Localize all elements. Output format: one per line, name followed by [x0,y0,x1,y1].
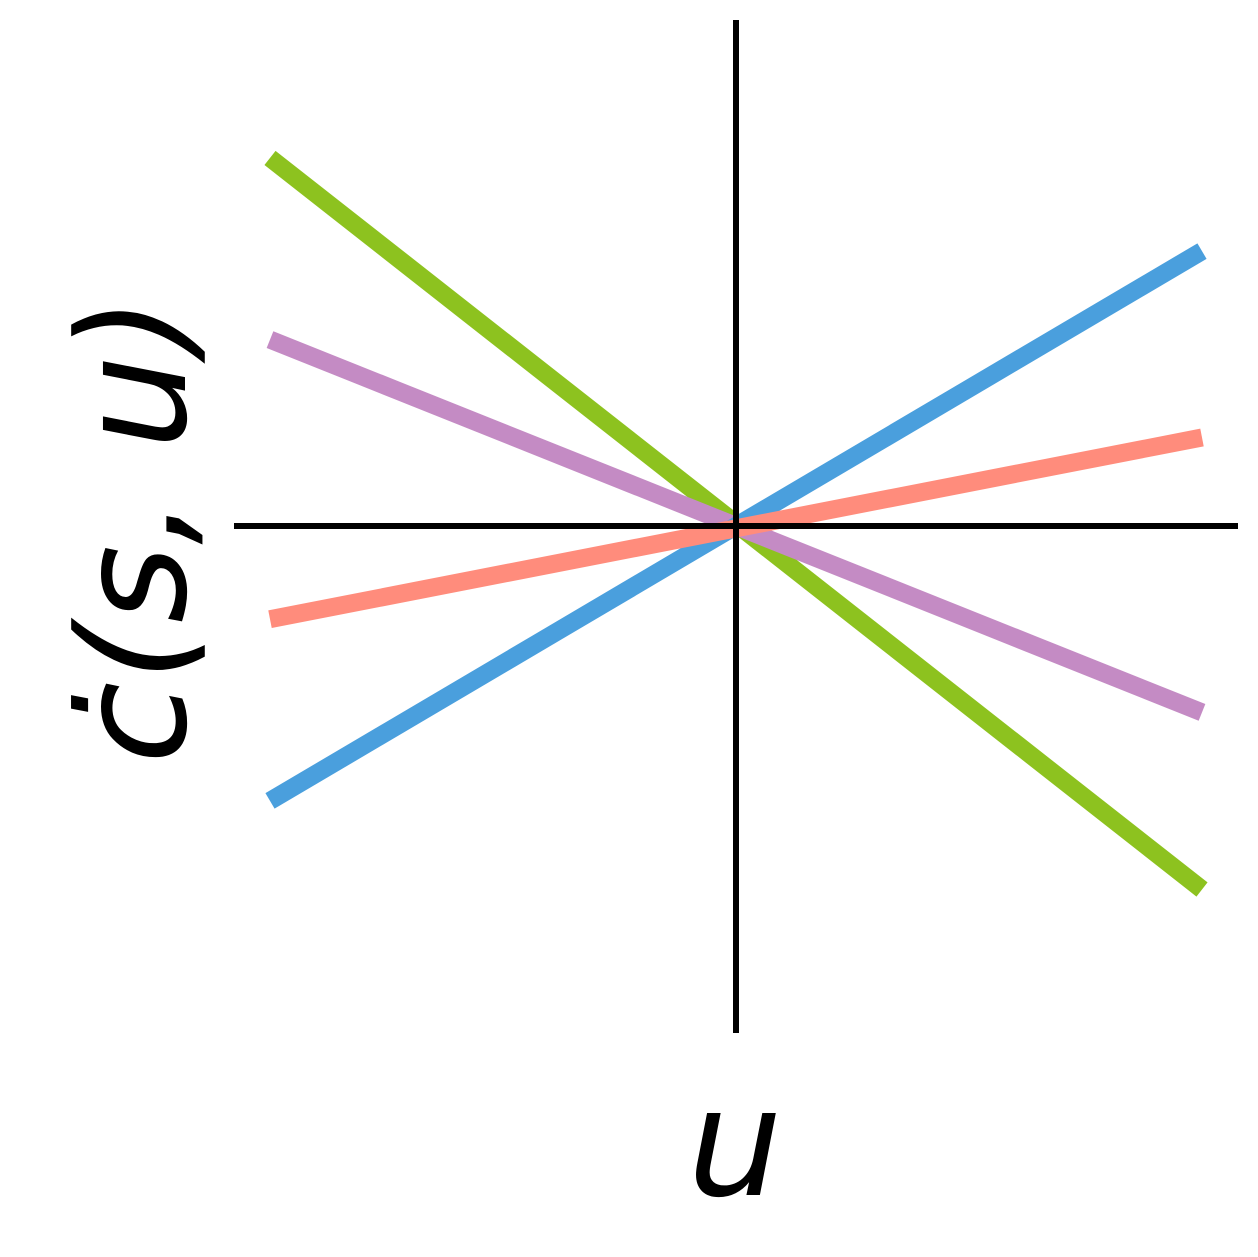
x-axis-label: u [687,1057,782,1231]
y-axis-label: ċ(s, u) [47,296,221,764]
